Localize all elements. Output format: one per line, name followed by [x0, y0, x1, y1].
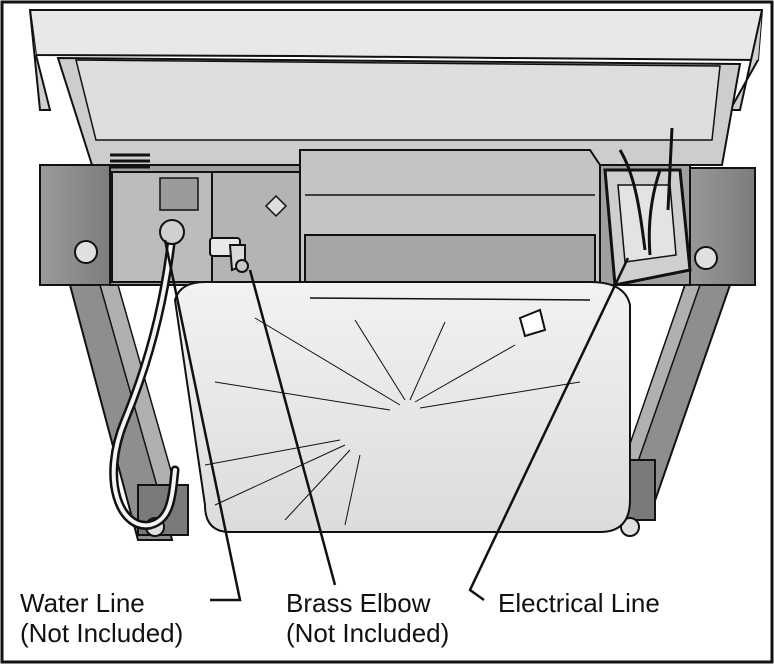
water-line-label: Water Line	[20, 588, 145, 618]
callout-brass-elbow: Brass Elbow (Not Included)	[286, 588, 449, 648]
door-edge	[29, 9, 52, 111]
electrical-line-label: Electrical Line	[498, 588, 660, 618]
bolt-left	[74, 240, 98, 264]
brass-elbow-note: (Not Included)	[286, 618, 450, 648]
callout-electrical-line: Electrical Line	[498, 588, 660, 618]
right-side-frame	[684, 167, 756, 286]
door-edge-right	[728, 9, 763, 111]
door-panel	[28, 9, 764, 62]
leader-water-line	[163, 239, 242, 602]
bolt-right	[694, 246, 718, 270]
inner-wall-top	[75, 59, 721, 141]
diamond-mark	[264, 194, 288, 218]
leader-brass-elbow	[248, 269, 337, 586]
shine-lines	[204, 317, 581, 526]
water-line-hose	[109, 230, 180, 530]
inlet-cover	[159, 177, 199, 211]
left-side-frame	[39, 164, 113, 286]
leader-lines	[163, 239, 630, 602]
electrical-wires	[618, 127, 674, 256]
brass-elbow-label: Brass Elbow	[286, 588, 431, 618]
water-line-fitting	[159, 219, 185, 245]
water-line-note: (Not Included)	[20, 618, 184, 648]
callout-water-line: Water Line (Not Included)	[20, 588, 183, 648]
center-plate	[211, 171, 301, 283]
leader-electrical-line	[468, 257, 630, 602]
brass-elbow	[209, 237, 249, 273]
electrical-box-inner	[617, 184, 677, 263]
tub-bottom	[173, 281, 631, 533]
tub-notch	[518, 308, 547, 338]
bolt-foot-right	[620, 517, 640, 537]
vent-grille	[110, 153, 150, 169]
